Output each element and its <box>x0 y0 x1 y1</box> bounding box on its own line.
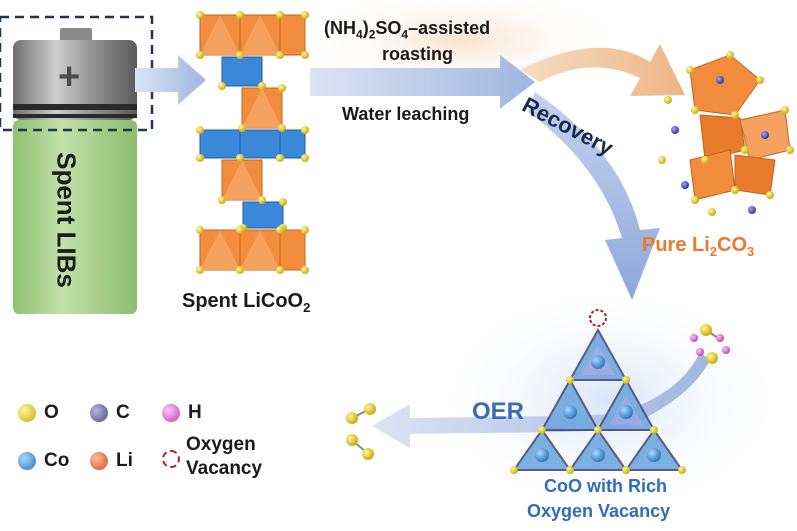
atom-h-icon <box>162 404 180 422</box>
atom-o-icon <box>18 404 36 422</box>
legend-item-c: C <box>90 402 130 424</box>
roasting-label: (NH4)2SO4–assisted <box>324 18 491 42</box>
legend-item-li: Li <box>90 450 133 472</box>
legend-item-o: O <box>18 402 59 424</box>
arrow-leaching <box>310 55 535 109</box>
battery-highlight-box <box>0 15 154 132</box>
atom-c-icon <box>90 404 108 422</box>
li2co3-structure <box>658 51 794 216</box>
battery-icon <box>0 15 154 314</box>
arrow-to-licoo2 <box>135 55 206 105</box>
battery-plus-symbol: + <box>58 56 81 98</box>
coo-label-line1: CoO with Rich <box>544 476 667 496</box>
battery-label-box: Spent LIBs <box>46 135 86 305</box>
legend-item-co: Co <box>18 450 69 472</box>
roasting-label-line2: roasting <box>382 44 454 64</box>
arrow-to-li2co3 <box>520 44 685 96</box>
licoo2-structure <box>196 11 309 274</box>
spent-licoo2-label: Spent LiCoO2 <box>182 290 311 315</box>
water-molecules <box>690 324 730 364</box>
coo-label-line2: Oxygen Vacancy <box>527 501 671 521</box>
coo-catalyst <box>510 309 686 474</box>
li2co3-label: Pure Li2CO3 <box>642 234 755 259</box>
oer-label: OER <box>472 398 525 425</box>
oxygen-vacancy-marker <box>589 309 607 327</box>
vacancy-icon <box>162 450 180 468</box>
arrow-recovery <box>528 92 660 300</box>
battery-label: Spent LIBs <box>51 152 82 288</box>
atom-li-icon <box>90 452 108 470</box>
legend-vacancy-line2: Vacancy <box>186 458 263 479</box>
atom-co-icon <box>18 452 36 470</box>
legend-item-vacancy <box>162 450 188 468</box>
leaching-label: Water leaching <box>342 104 470 124</box>
legend-vacancy-line1: Oxygen <box>186 434 256 455</box>
oxygen-molecules <box>346 403 376 460</box>
legend-item-h: H <box>162 402 202 424</box>
